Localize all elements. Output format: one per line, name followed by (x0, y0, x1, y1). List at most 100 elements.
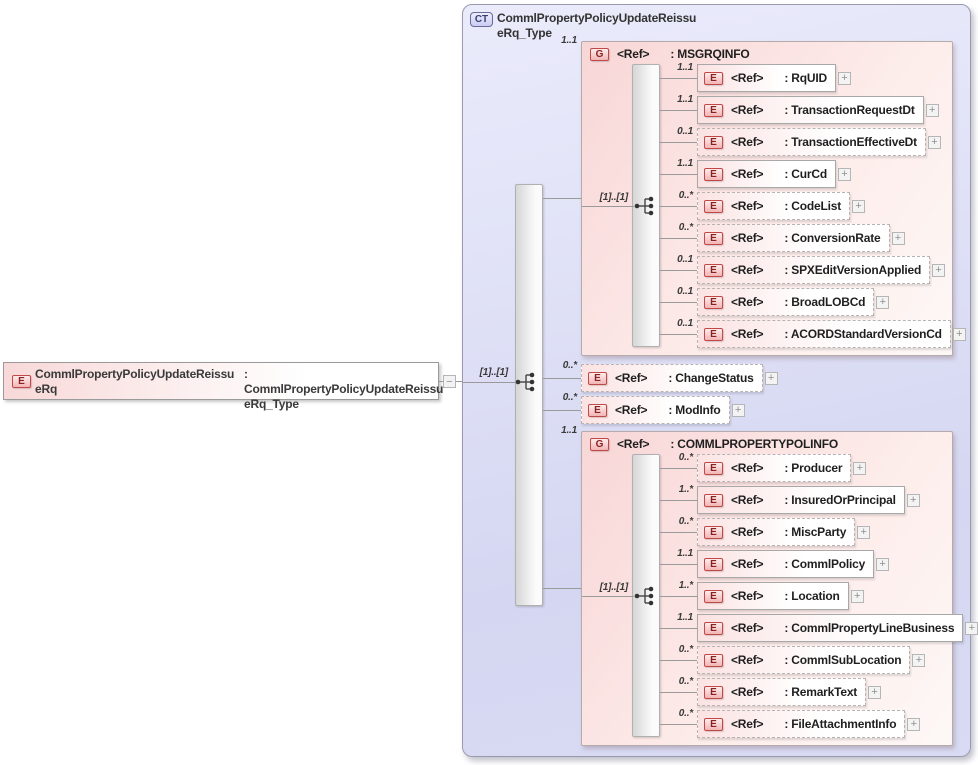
element-box[interactable]: E<Ref>: CommlPolicy (697, 550, 875, 578)
element-box[interactable]: E<Ref>: SPXEditVersionApplied (697, 256, 931, 284)
element-box[interactable]: E<Ref>: CommlPropertyLineBusiness (697, 614, 964, 642)
cardinality-label: 0..* (678, 190, 693, 201)
element-name: : RqUID (784, 71, 827, 85)
group-box[interactable]: G<Ref>: COMMLPROPERTYPOLINFO[1]..[1]0..*… (581, 431, 978, 746)
group-header: G<Ref>: COMMLPROPERTYPOLINFO (590, 437, 838, 451)
connector-line (660, 532, 697, 533)
ref-label: <Ref> (731, 717, 764, 731)
connector-line (582, 596, 634, 597)
expand-button[interactable]: + (853, 461, 867, 475)
element-box[interactable]: E<Ref>: RqUID (697, 64, 836, 92)
ref-label: <Ref> (731, 589, 764, 603)
element-box[interactable]: E<Ref>: CodeList (697, 192, 851, 220)
root-element-box[interactable]: E CommlPropertyPolicyUpdateReissu eRq : … (3, 362, 443, 411)
element-box[interactable]: E<Ref>: BroadLOBCd (697, 288, 875, 316)
element-box[interactable]: E<Ref>: Location (697, 582, 849, 610)
ref-label: <Ref> (731, 231, 764, 245)
sequence-icon (514, 371, 540, 393)
element-row: E<Ref>: InsuredOrPrincipal+ (697, 486, 920, 514)
element-box[interactable]: E<Ref>: TransactionEffectiveDt (697, 128, 926, 156)
collapse-button[interactable]: − (443, 375, 456, 388)
element-box[interactable]: E<Ref>: FileAttachmentInfo (697, 710, 906, 738)
expand-button[interactable]: + (850, 589, 864, 603)
expand-button[interactable]: + (906, 493, 920, 507)
element-badge: E (704, 621, 723, 635)
expand-button[interactable]: + (925, 103, 939, 117)
connector-line (660, 110, 697, 111)
element-badge: E (704, 717, 723, 731)
sequence-icon (633, 195, 659, 217)
expand-button[interactable]: + (932, 263, 946, 277)
expand-button[interactable]: + (907, 717, 921, 731)
expand-button[interactable]: + (876, 557, 890, 571)
ref-label: <Ref> (731, 685, 764, 699)
expand-button[interactable]: + (927, 135, 941, 149)
element-box[interactable]: E<Ref>: TransactionRequestDt (697, 96, 924, 124)
element-box[interactable]: E<Ref>: MiscParty (697, 518, 856, 546)
expand-button[interactable]: + (965, 621, 978, 635)
element-row: E<Ref>: MiscParty+ (697, 518, 871, 546)
element-row: E<Ref>: RqUID+ (697, 64, 851, 92)
cardinality-label: 0..* (678, 222, 693, 233)
element-box[interactable]: E<Ref>: ACORDStandardVersionCd (697, 320, 951, 348)
connector-line (660, 238, 697, 239)
cardinality-label: [1]..[1] (599, 582, 629, 593)
connector-line (660, 142, 697, 143)
expand-button[interactable]: + (837, 71, 851, 85)
ref-label: <Ref> (731, 103, 764, 117)
connector-line (543, 198, 581, 199)
element-row: E<Ref>: Location+ (697, 582, 864, 610)
ref-label: <Ref> (731, 653, 764, 667)
element-box[interactable]: E<Ref>: InsuredOrPrincipal (697, 486, 905, 514)
element-badge: E (704, 557, 723, 571)
element-box[interactable]: E<Ref>: CurCd (697, 160, 836, 188)
expand-button[interactable]: + (857, 525, 871, 539)
element-box[interactable]: E<Ref>: RemarkText (697, 678, 867, 706)
connector-line (660, 724, 697, 725)
complex-type-badge: CT (470, 12, 493, 27)
element-box[interactable]: E<Ref>: ConversionRate (697, 224, 890, 252)
element-badge: E (704, 327, 723, 341)
element-badge: E (704, 103, 723, 117)
cardinality-label: 1..1 (677, 94, 693, 105)
connector-line (543, 410, 581, 411)
ref-label: <Ref> (731, 295, 764, 309)
element-badge: E (704, 525, 723, 539)
element-type: : CommlPropertyPolicyUpdateReissu eRq_Ty… (244, 367, 444, 411)
element-box[interactable]: E<Ref>: CommlSubLocation (697, 646, 911, 674)
element-name: : CommlPolicy (784, 557, 866, 571)
connector-line (660, 468, 697, 469)
element-box[interactable]: E<Ref>: ModInfo (581, 396, 730, 424)
expand-button[interactable]: + (837, 167, 851, 181)
cardinality-label: 1..1 (677, 62, 693, 73)
ref-label: <Ref> (731, 199, 764, 213)
element-row: E<Ref>: RemarkText+ (697, 678, 882, 706)
element-badge: E (704, 685, 723, 699)
expand-button[interactable]: + (952, 327, 966, 341)
expand-button[interactable]: + (764, 371, 778, 385)
expand-button[interactable]: + (731, 403, 745, 417)
ref-label: <Ref> (615, 371, 648, 385)
ref-label: <Ref> (731, 461, 764, 475)
element-badge: E (588, 403, 607, 417)
element-row: E<Ref>: BroadLOBCd+ (697, 288, 890, 316)
expand-button[interactable]: + (868, 685, 882, 699)
element-row: E<Ref>: FileAttachmentInfo+ (697, 710, 921, 738)
connector-line (660, 302, 697, 303)
cardinality-label: 0..1 (677, 126, 693, 137)
expand-button[interactable]: + (876, 295, 890, 309)
group-header: G<Ref>: MSGRQINFO (590, 47, 750, 61)
expand-button[interactable]: + (891, 231, 905, 245)
expand-button[interactable]: + (852, 199, 866, 213)
element-box[interactable]: E<Ref>: Producer (697, 454, 852, 482)
element-box[interactable]: E<Ref>: ChangeStatus (581, 364, 763, 392)
element-badge: E (704, 461, 723, 475)
sequence-icon (633, 585, 659, 607)
expand-button[interactable]: + (912, 653, 926, 667)
connector-line (543, 588, 581, 589)
connector-line (660, 692, 697, 693)
element-name: CommlPropertyPolicyUpdateReissu eRq (35, 367, 235, 396)
cardinality-label: 1..1 (677, 158, 693, 169)
element-row: E<Ref>: CommlPropertyLineBusiness+ (697, 614, 978, 642)
